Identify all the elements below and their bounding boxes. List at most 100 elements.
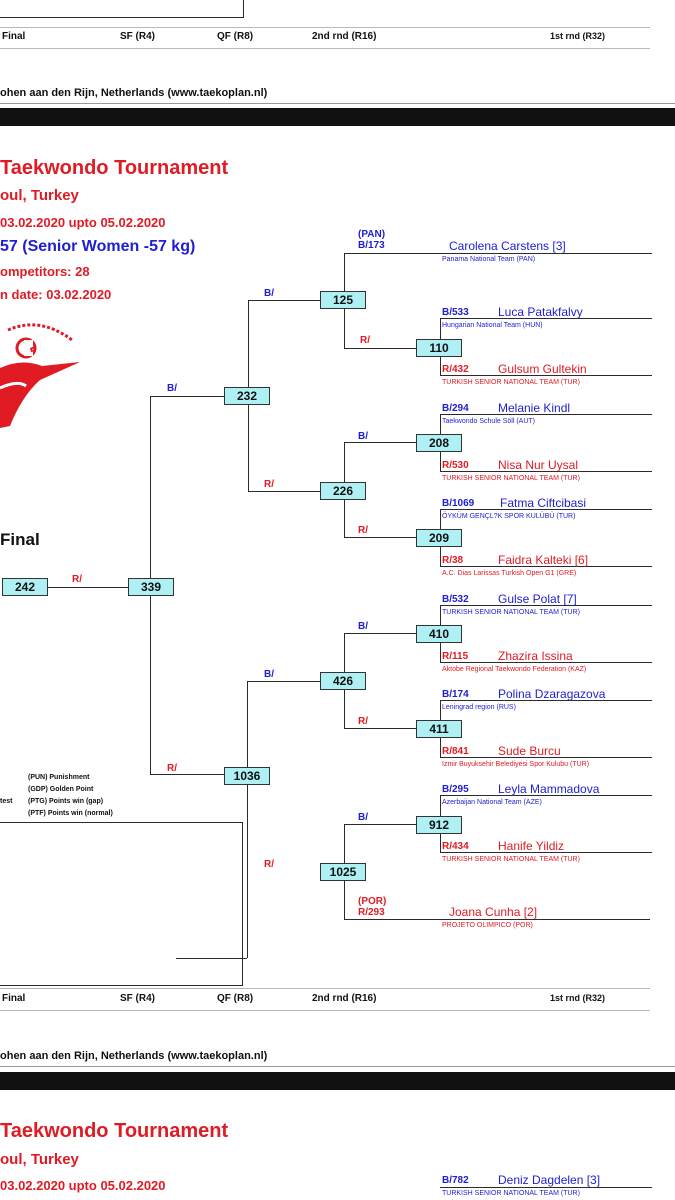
competitor-code: B/295 xyxy=(442,784,469,795)
bracket-line xyxy=(150,396,224,397)
bracket-line xyxy=(440,509,652,510)
bout-box-110[interactable]: 110 xyxy=(416,339,462,357)
competitor-code: R/432 xyxy=(442,364,469,375)
divider xyxy=(0,48,650,49)
next-tournament-title: Taekwondo Tournament xyxy=(0,1120,229,1142)
red-corner-label: R/ xyxy=(358,525,368,536)
bracket-line xyxy=(440,471,652,472)
competitor-code: R/841 xyxy=(442,746,469,757)
tournament-title: Taekwondo Tournament xyxy=(0,157,229,179)
bracket-line xyxy=(248,300,320,301)
competitor-team: Taekwondo Schule Söll (AUT) xyxy=(442,418,535,425)
bracket-line xyxy=(440,1187,652,1188)
red-corner-label: R/ xyxy=(72,574,82,585)
competitor-team: Hungarian National Team (HUN) xyxy=(442,322,543,329)
competitor-team: A.C. Dias Larissas Turkish Open G1 (GRE) xyxy=(442,570,577,577)
bout-box-411[interactable]: 411 xyxy=(416,720,462,738)
divider xyxy=(0,1010,650,1011)
bracket-line xyxy=(176,958,247,959)
round-label-sf: SF (R4) xyxy=(120,993,155,1004)
bout-box-242[interactable]: 242 xyxy=(2,578,48,596)
bracket-line xyxy=(440,318,652,319)
round-label-final: Final xyxy=(2,31,26,42)
competitor-name[interactable]: Nisa Nur Uysal xyxy=(498,458,579,472)
red-corner-label: R/ xyxy=(358,716,368,727)
bout-box-1036[interactable]: 1036 xyxy=(224,767,270,785)
legend-test: test xyxy=(0,798,13,805)
footer-credit: ohen aan den Rijn, Netherlands (www.taek… xyxy=(0,1050,268,1062)
competitor-count: ompetitors: 28 xyxy=(0,264,90,279)
bracket-line xyxy=(242,822,243,986)
bout-box-208[interactable]: 208 xyxy=(416,434,462,452)
bout-box-1025[interactable]: 1025 xyxy=(320,863,366,881)
competitor-name[interactable]: Melanie Kindl xyxy=(498,401,571,415)
competitor-team: ÖYKÜM GENÇL?K SPOR KULÜBÜ (TUR) xyxy=(442,513,576,520)
bout-box-226[interactable]: 226 xyxy=(320,482,366,500)
competitor-name[interactable]: Zhazira Issina xyxy=(498,649,573,663)
competitor-name[interactable]: Hanife Yildiz xyxy=(498,839,565,853)
legend-points-normal: (PTF) Points win (normal) xyxy=(28,810,113,817)
bracket-line xyxy=(344,824,416,825)
bout-box-426[interactable]: 426 xyxy=(320,672,366,690)
competitor-name[interactable]: Fatma Ciftcibasi xyxy=(500,496,587,510)
divider xyxy=(0,103,675,104)
bout-box-232[interactable]: 232 xyxy=(224,387,270,405)
competitor-name[interactable]: Leyla Mammadova xyxy=(498,782,600,796)
divider xyxy=(0,1066,675,1067)
tournament-dates: 03.02.2020 upto 05.02.2020 xyxy=(0,215,166,230)
legend-punishment: (PUN) Punishment xyxy=(28,774,90,781)
competitor-name[interactable]: Sude Burcu xyxy=(498,744,561,758)
bracket-line xyxy=(344,919,650,920)
blue-corner-label: B/ xyxy=(167,383,177,394)
round-label-final: Final xyxy=(2,993,26,1004)
bout-box-125[interactable]: 125 xyxy=(320,291,366,309)
competitor-team: TURKISH SENIOR NATIONAL TEAM (TUR) xyxy=(442,475,580,482)
legend-points-gap: (PTG) Points win (gap) xyxy=(28,798,104,805)
seed-code: R/293 xyxy=(358,907,385,918)
competitor-name[interactable]: Luca Patakfalvy xyxy=(498,305,583,319)
bracket-line xyxy=(344,348,416,349)
competitor-name[interactable]: Faidra Kalteki [6] xyxy=(498,553,589,567)
federation-logo-icon xyxy=(0,323,80,428)
blue-corner-label: B/ xyxy=(264,288,274,299)
bracket-line xyxy=(344,728,416,729)
round-label-r32: 1st rnd (R32) xyxy=(550,993,606,1003)
legend-golden-point: (GDP) Golden Point xyxy=(28,786,94,793)
competitor-code: R/115 xyxy=(442,651,469,662)
competitor-name[interactable]: Gulse Polat [7] xyxy=(498,592,577,606)
competitor-team: PROJETO OLIMPICO (POR) xyxy=(442,922,533,929)
final-label: Final xyxy=(0,530,40,549)
blue-corner-label: B/ xyxy=(264,669,274,680)
round-label-r16: 2nd rnd (R16) xyxy=(312,993,377,1004)
bout-box-209[interactable]: 209 xyxy=(416,529,462,547)
red-corner-label: R/ xyxy=(167,763,177,774)
bout-box-339[interactable]: 339 xyxy=(128,578,174,596)
competitor-team: Leningrad region (RUS) xyxy=(442,704,516,711)
bracket-line xyxy=(440,852,652,853)
bracket-line xyxy=(248,491,320,492)
round-label-sf: SF (R4) xyxy=(120,31,155,42)
round-label-r16: 2nd rnd (R16) xyxy=(312,31,377,42)
next-tournament-location: oul, Turkey xyxy=(0,1151,79,1168)
bracket-line xyxy=(344,633,416,634)
competitor-name[interactable]: Polina Dzaragazova xyxy=(498,687,606,701)
bout-box-410[interactable]: 410 xyxy=(416,625,462,643)
red-corner-label: R/ xyxy=(360,335,370,346)
red-corner-label: R/ xyxy=(264,859,274,870)
competitor-team: Azerbaijan National Team (AZE) xyxy=(442,799,542,806)
bout-box-912[interactable]: 912 xyxy=(416,816,462,834)
competitor-team: TURKISH SENIOR NATIONAL TEAM (TUR) xyxy=(442,1190,580,1197)
competitor-name[interactable]: Deniz Dagdelen [3] xyxy=(498,1173,601,1187)
blue-corner-label: B/ xyxy=(358,621,368,632)
bracket-line xyxy=(243,0,244,17)
competitor-name[interactable]: Carolena Carstens [3] xyxy=(449,239,566,253)
competitor-code: B/782 xyxy=(442,1175,469,1186)
competitor-name[interactable]: Joana Cunha [2] xyxy=(449,905,538,919)
competitor-team: TURKISH SENIOR NATIONAL TEAM (TUR) xyxy=(442,379,580,386)
divider xyxy=(0,988,650,989)
bracket-line xyxy=(440,566,652,567)
competitor-team: Izmir Buyuksehir Belediyesi Spor Kulubu … xyxy=(442,761,590,768)
competitor-name[interactable]: Gulsum Gultekin xyxy=(498,362,587,376)
category-title: 57 (Senior Women -57 kg) xyxy=(0,238,196,255)
bracket-line xyxy=(0,822,243,823)
